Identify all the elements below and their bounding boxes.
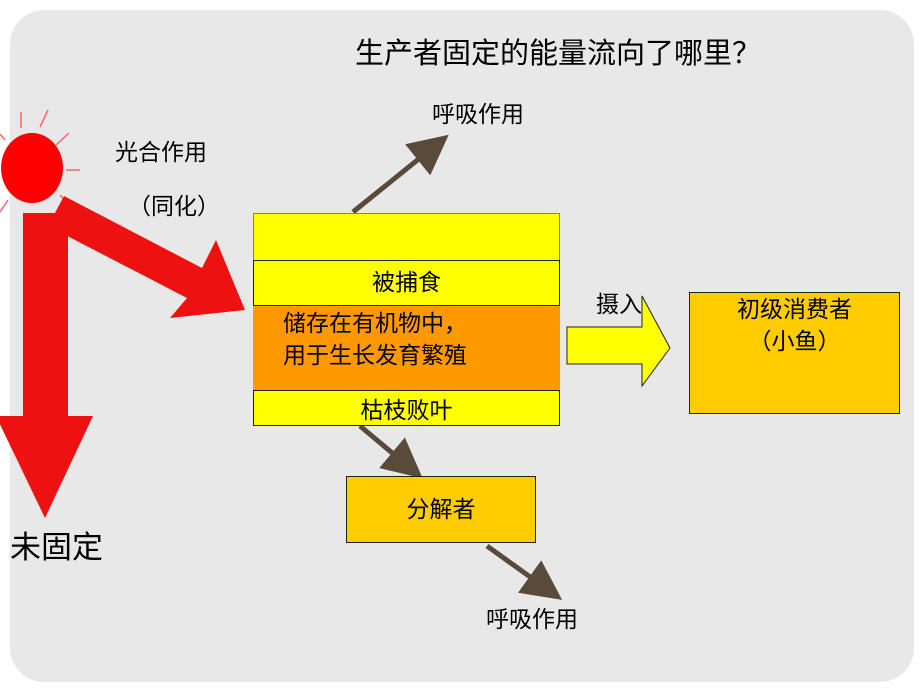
consumer-line-1: 初级消费者 (737, 297, 852, 323)
primary-consumer-box: 初级消费者 （小鱼） (689, 292, 900, 414)
assimilation-label: （同化） (128, 194, 220, 220)
sun-icon (0, 109, 80, 213)
storage-line-1: 储存在有机物中， (283, 311, 467, 337)
intake-arrow (566, 295, 671, 388)
photosynthesis-arrow (48, 196, 245, 318)
photosynthesis-label: 光合作用 (115, 140, 207, 166)
respiration-top-label: 呼吸作用 (432, 102, 524, 128)
unfixed-label: 未固定 (10, 530, 103, 566)
respiration-bottom-label: 呼吸作用 (486, 607, 578, 633)
storage-line-2: 用于生长发育繁殖 (283, 343, 467, 369)
storage-section: 储存在有机物中， 用于生长发育繁殖 (253, 306, 560, 390)
consumer-line-2: （小鱼） (748, 329, 841, 355)
respiration-bottom-arrow (485, 543, 563, 600)
preyed-section: 被捕食 (253, 260, 560, 306)
litter-to-decomposer-arrow (358, 424, 423, 479)
page-title: 生产者固定的能量流向了哪里？ (355, 36, 762, 70)
unfixed-arrow (0, 213, 93, 518)
decomposer-box: 分解者 (346, 476, 536, 543)
intake-label: 摄入 (596, 292, 642, 318)
respiration-top-arrow (351, 134, 449, 214)
litter-section: 枯枝败叶 (253, 390, 560, 426)
